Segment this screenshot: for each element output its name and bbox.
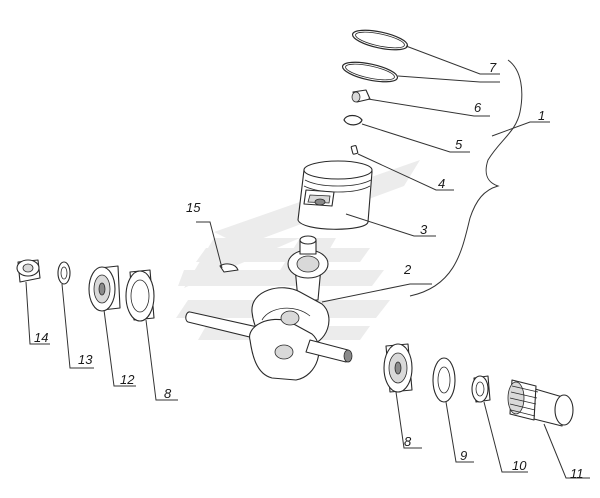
drive-gear <box>507 379 574 427</box>
callout-14: 14 <box>34 330 48 345</box>
oil-seal <box>432 357 456 403</box>
crankshaft-assembly <box>185 235 353 381</box>
woodruff-key <box>219 263 239 273</box>
callout-8-left: 8 <box>164 386 172 401</box>
callout-10: 10 <box>512 458 527 473</box>
callout-labels: 7 6 5 4 3 2 1 15 14 13 12 8 8 9 10 11 <box>34 60 584 481</box>
bearing-left-outer <box>125 269 155 322</box>
locating-pin <box>350 145 359 155</box>
callout-7: 7 <box>489 60 497 75</box>
piston-ring-lower <box>341 61 399 83</box>
circlip <box>343 114 363 126</box>
callout-12: 12 <box>120 372 135 387</box>
bearing-right-outer <box>383 343 413 393</box>
callout-3: 3 <box>420 222 428 237</box>
callout-4: 4 <box>438 176 445 191</box>
callout-8-right: 8 <box>404 434 412 449</box>
piston <box>297 160 373 230</box>
callout-5: 5 <box>455 137 463 152</box>
bushing <box>471 375 491 403</box>
flange-nut <box>16 259 41 283</box>
bracket-group-1 <box>409 59 523 297</box>
leader-lines <box>25 45 590 479</box>
callout-1: 1 <box>538 108 545 123</box>
washer <box>57 261 71 285</box>
callout-13: 13 <box>78 352 93 367</box>
callout-6: 6 <box>474 100 482 115</box>
piston-ring-upper <box>351 29 409 51</box>
callout-11: 11 <box>570 466 584 481</box>
callout-2: 2 <box>403 262 412 277</box>
piston-pin <box>351 89 371 103</box>
bearing-left-inner <box>88 265 121 312</box>
callout-9: 9 <box>460 448 467 463</box>
callout-15: 15 <box>186 200 201 215</box>
